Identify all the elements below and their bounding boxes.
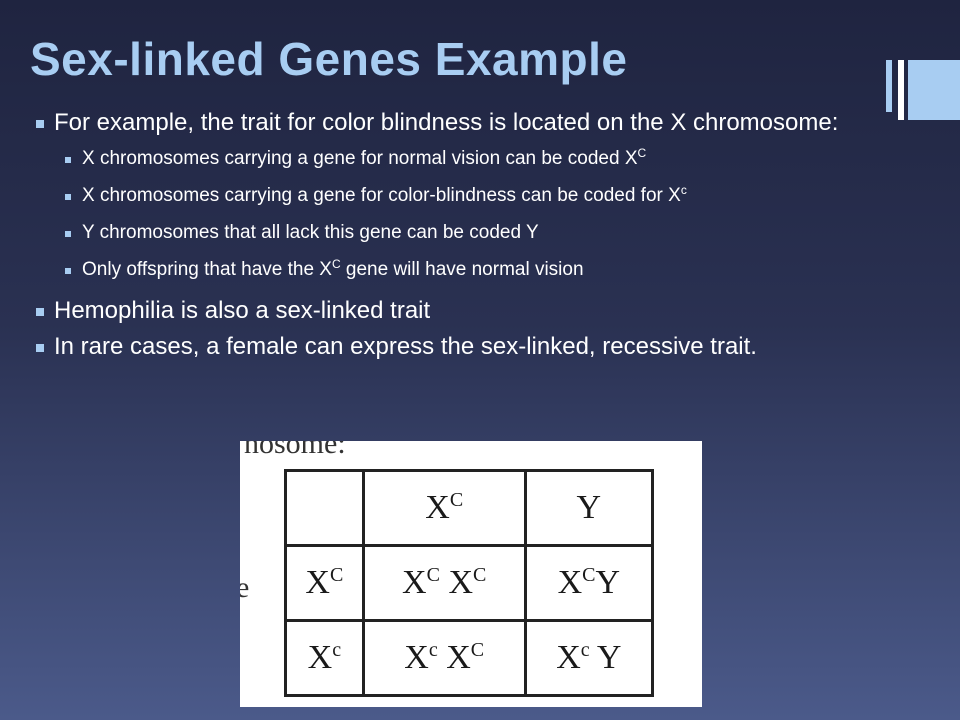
sub-bullet-item: Y chromosomes that all lack this gene ca… [54,222,906,244]
sub-bullet-text: X chromosomes carrying a gene for normal… [82,148,638,169]
slide-title: Sex-linked Genes Example [30,33,628,85]
table-row: XC Y [284,469,655,547]
bullet-text: For example, the trait for color blindne… [54,109,839,136]
superscript: C [637,146,647,160]
accent-square [908,60,960,120]
accent-bar [886,60,892,112]
cropped-text-side: e [240,571,250,604]
sub-bullet-suffix: gene will have normal vision [340,259,584,280]
table-row: Xc Xc XC Xc Y [284,619,655,697]
square-bullet-icon [65,231,71,237]
sub-bullet-item: X chromosomes carrying a gene for color-… [54,183,906,207]
table-cell: XCY [523,544,655,622]
square-bullet-icon [65,194,71,200]
square-bullet-icon [36,120,44,128]
square-bullet-icon [65,268,71,274]
sub-bullet-list: X chromosomes carrying a gene for normal… [54,146,906,281]
accent-bar-light [898,60,904,120]
sub-bullet-item: X chromosomes carrying a gene for normal… [54,146,906,170]
table-cell [284,469,365,547]
sub-bullet-text: X chromosomes carrying a gene for color-… [82,185,681,206]
bullet-text: In rare cases, a female can express the … [54,333,757,360]
square-bullet-icon [65,157,71,163]
table-cell: Xc XC [361,619,527,697]
table-cell: Xc [284,619,365,697]
sub-bullet-item: Only offspring that have the XC gene wil… [54,257,906,281]
square-bullet-icon [36,344,44,352]
cropped-text-top: nosome: [244,441,346,460]
punnett-square-image: nosome: e XC Y XC XC XC XCY Xc Xc XC Xc … [240,441,702,707]
table-row: XC XC XC XCY [284,544,655,622]
sub-bullet-text: Y chromosomes that all lack this gene ca… [82,222,539,243]
table-cell: Xc Y [523,619,655,697]
table-cell: XC [361,469,527,547]
punnett-square-table: XC Y XC XC XC XCY Xc Xc XC Xc Y [284,469,655,697]
table-cell: XC XC [361,544,527,622]
sub-bullet-text: Only offspring that have the X [82,259,332,280]
table-cell: XC [284,544,365,622]
bullet-item: Hemophilia is also a sex-linked trait [36,296,906,326]
bullet-text: Hemophilia is also a sex-linked trait [54,297,431,324]
superscript: c [680,183,687,197]
bullet-item: For example, the trait for color blindne… [36,108,906,281]
bullet-list: For example, the trait for color blindne… [36,108,906,368]
square-bullet-icon [36,308,44,316]
bullet-item: In rare cases, a female can express the … [36,332,906,362]
table-cell: Y [523,469,655,547]
superscript: C [331,257,341,271]
